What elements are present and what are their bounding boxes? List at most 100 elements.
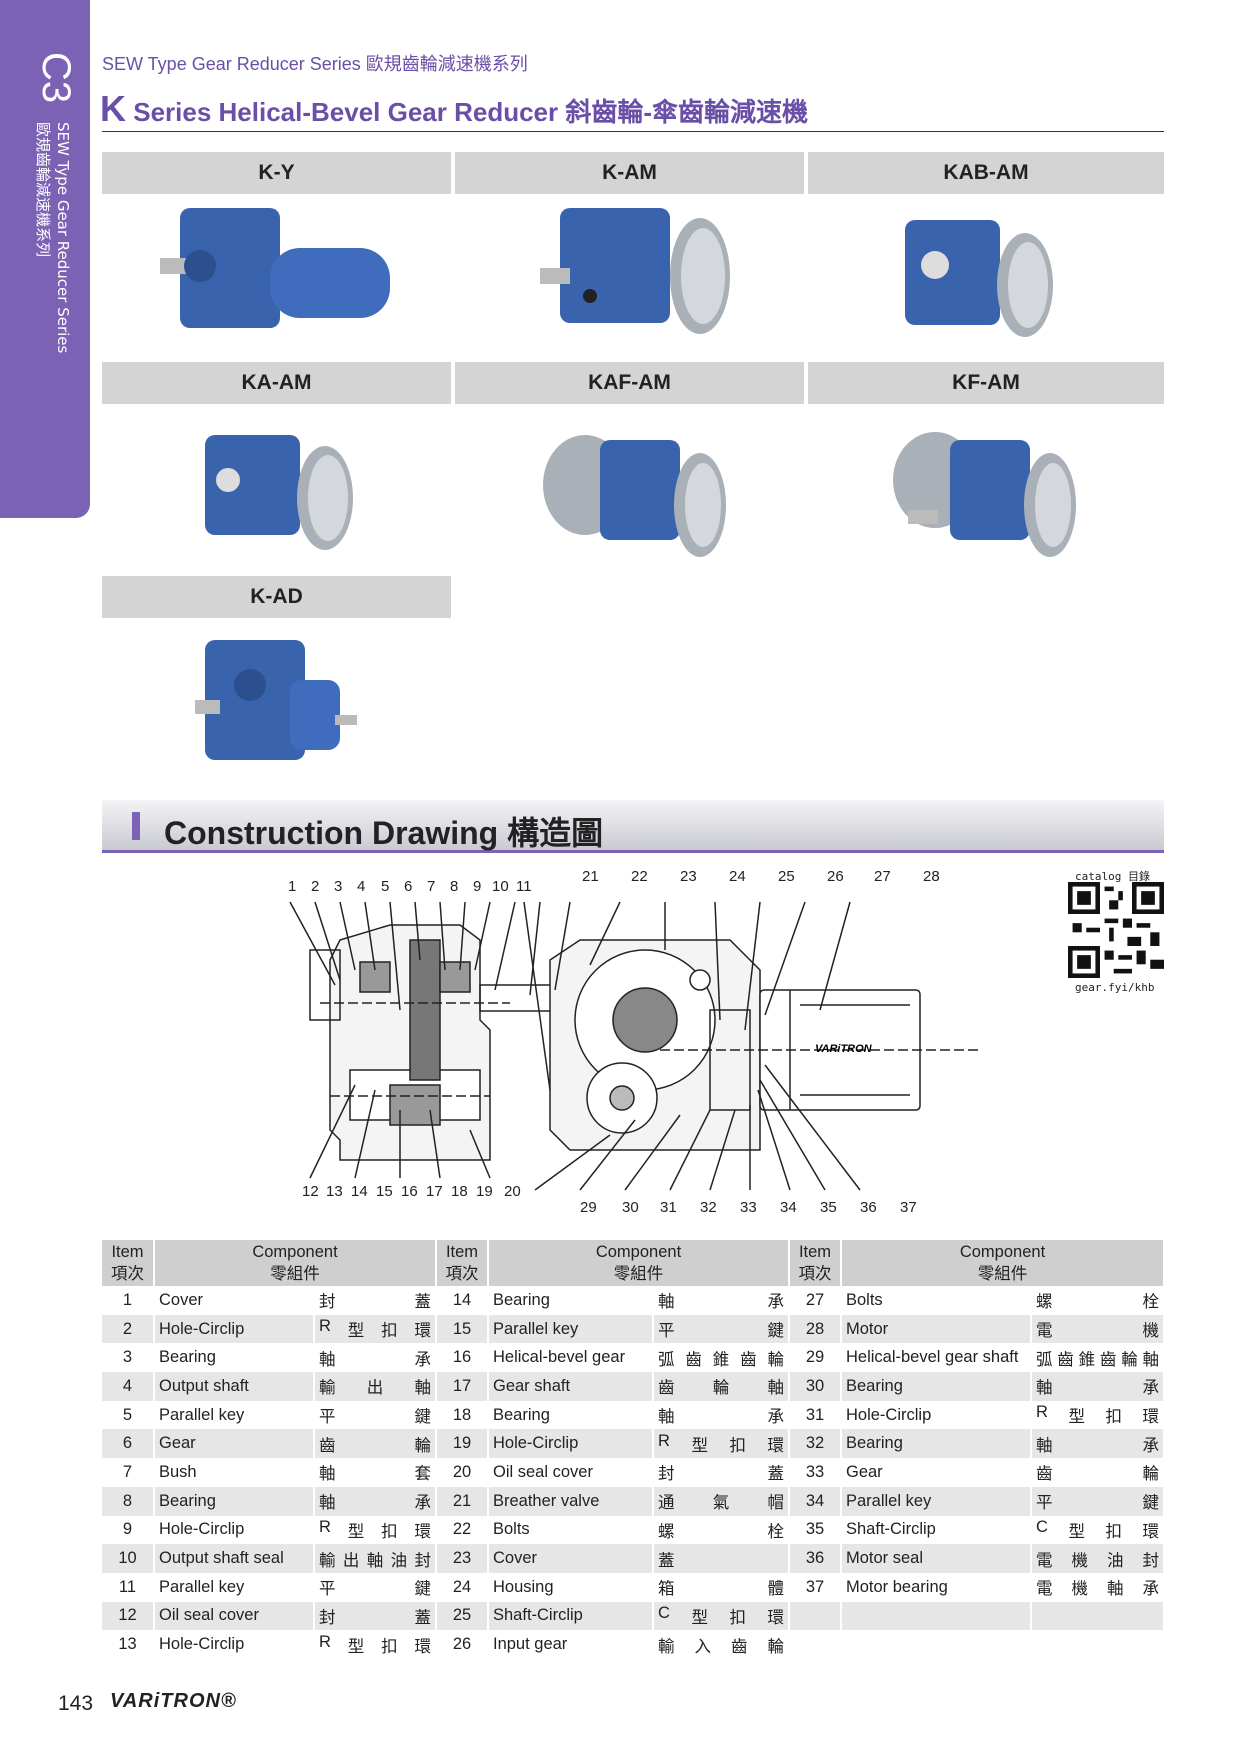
series-subtitle: SEW Type Gear Reducer Series 歐規齒輪減速機系列 [102,54,528,74]
item-number: 36 [789,1544,842,1573]
callout-20: 20 [504,1183,521,1200]
item-number [789,1630,842,1659]
item-number: 35 [789,1515,842,1545]
qr-url[interactable]: gear.fyi/khb [1075,981,1155,994]
callout-18: 18 [451,1183,468,1200]
component-name-zh: 軸套 [314,1458,437,1487]
callout-15: 15 [376,1183,393,1200]
component-name-zh: 輸出軸油封 [314,1544,437,1573]
component-name-zh: 電機油封 [1031,1544,1165,1573]
callout-32: 32 [700,1199,717,1216]
item-number: 29 [789,1343,842,1373]
component-name-zh: 電機 [1031,1314,1165,1344]
callout-10: 10 [492,878,509,895]
component-name-zh: 軸承 [653,1400,790,1430]
component-name-zh: 平鍵 [314,1400,437,1430]
callout-37: 37 [900,1199,917,1216]
component-name-zh: 輸入齒輪 [653,1630,790,1659]
callout-17: 17 [426,1183,443,1200]
item-number: 10 [102,1544,155,1573]
footer-brand-logo: VARiTRON® [110,1690,237,1712]
component-name: Hole-Circlip [154,1630,315,1659]
component-name-zh: 平鍵 [1031,1486,1165,1516]
product-image-k-y [160,208,390,328]
callout-14: 14 [351,1183,368,1200]
component-name-zh: 箱體 [653,1572,790,1602]
component-name-zh: 軸承 [653,1286,790,1315]
component-name-zh: 平鍵 [314,1572,437,1602]
component-name-zh: 電機軸承 [1031,1572,1165,1602]
component-name: Breather valve [488,1486,654,1516]
item-number: 18 [436,1400,489,1430]
chapter-side-tab: C3 SEW Type Gear Reducer Series 歐規齒輪減速機系… [0,0,90,518]
item-number: 12 [102,1601,155,1631]
product-image-kab-am [905,220,1053,337]
section-header: Construction Drawing 構造圖 [102,800,1164,853]
component-name-zh: 通氣帽 [653,1486,790,1516]
component-name: Motor bearing [841,1572,1032,1602]
qr-label: catalog 目錄 [1075,870,1150,883]
component-name: Parallel key [841,1486,1032,1516]
component-name: Cover [154,1286,315,1315]
callout-2: 2 [311,878,320,895]
callout-4: 4 [357,878,366,895]
page-number: 143 [58,1692,94,1715]
title-text: Series Helical-Bevel Gear Reducer 斜齒輪-傘齒… [133,97,809,127]
item-number: 23 [436,1544,489,1573]
component-name: Housing [488,1572,654,1602]
component-name: Shaft-Circlip [841,1515,1032,1545]
component-name: Oil seal cover [488,1458,654,1487]
chapter-title-zh: 歐規齒輪減速機系列 [34,122,52,258]
model-label-kf-am: KF-AM [808,362,1164,404]
component-name-zh: 螺栓 [653,1515,790,1545]
model-label-k-am: K-AM [455,152,804,194]
component-name: Hole-Circlip [488,1429,654,1459]
item-number: 7 [102,1458,155,1487]
component-name: Bearing [841,1372,1032,1401]
item-number: 14 [436,1286,489,1315]
component-name-zh: 蓋 [653,1544,790,1573]
item-number: 30 [789,1372,842,1401]
item-number: 33 [789,1458,842,1487]
callout-13: 13 [326,1183,343,1200]
item-number: 11 [102,1572,155,1602]
component-name: Bearing [154,1486,315,1516]
qr-code[interactable] [1068,882,1164,978]
component-name: Parallel key [154,1572,315,1602]
item-number: 4 [102,1372,155,1401]
component-name: Bush [154,1458,315,1487]
chapter-title-en: SEW Type Gear Reducer Series [54,122,72,354]
component-name-zh: 軸承 [1031,1429,1165,1459]
component-name-zh: 平鍵 [653,1314,790,1344]
callout-21: 21 [582,868,599,885]
component-name: Helical-bevel gear shaft [841,1343,1032,1373]
callout-31: 31 [660,1199,677,1216]
callout-27: 27 [874,868,891,885]
model-label-kaf-am: KAF-AM [455,362,804,404]
item-number: 17 [436,1372,489,1401]
callout-34: 34 [780,1199,797,1216]
component-name-zh: 軸承 [1031,1372,1165,1401]
section-marker [132,812,140,840]
item-number: 9 [102,1515,155,1545]
component-name: Oil seal cover [154,1601,315,1631]
item-number: 25 [436,1601,489,1631]
item-number [789,1601,842,1631]
component-name-zh: 封蓋 [653,1458,790,1487]
callout-26: 26 [827,868,844,885]
component-name: Motor [841,1314,1032,1344]
component-name: Output shaft seal [154,1544,315,1573]
